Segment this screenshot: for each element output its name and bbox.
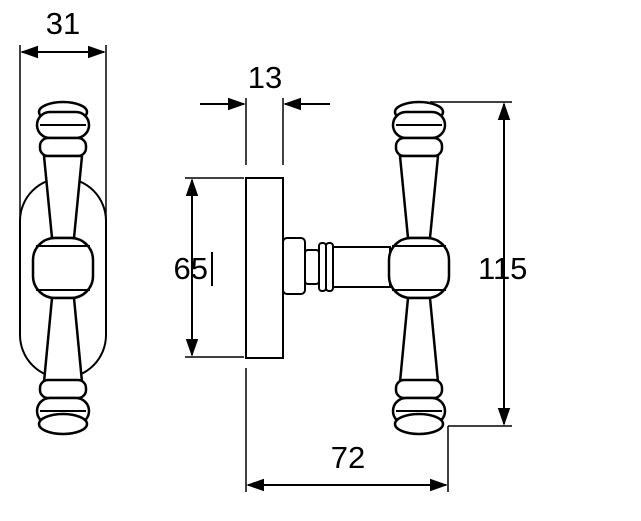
side-neck-ring-1 [318, 242, 327, 292]
side-neck [304, 249, 320, 285]
front-bottom-knob [37, 412, 89, 436]
side-rose [245, 177, 284, 359]
side-neck-base [282, 237, 306, 295]
front-lower-taper [42, 296, 84, 384]
side-top-ring [394, 136, 444, 158]
side-bottom-ring [394, 378, 444, 400]
front-bottom-ring [38, 378, 88, 400]
side-upper-taper [398, 154, 440, 240]
side-shaft [332, 246, 391, 288]
label-rose-thickness: 13 [248, 60, 282, 95]
side-view [185, 97, 512, 492]
front-view [19, 45, 107, 436]
side-neck-ring-2 [325, 242, 334, 292]
side-lower-taper [398, 296, 440, 384]
front-top-ring [38, 136, 88, 158]
front-upper-taper [42, 154, 84, 240]
side-bottom-knob [393, 412, 445, 436]
label-front-width: 31 [46, 6, 80, 41]
label-rose-height: 65 [174, 251, 208, 286]
label-projection: 72 [331, 440, 365, 475]
label-handle-height: 115 [478, 251, 527, 286]
